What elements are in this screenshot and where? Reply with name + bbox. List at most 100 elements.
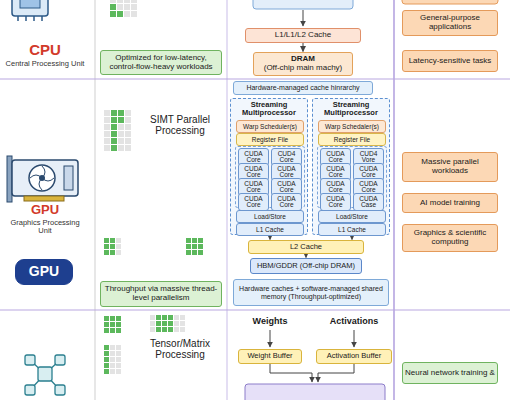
box-text: CUDA Core xyxy=(241,196,267,209)
box-text: L1/L1/L2 Cache xyxy=(273,31,334,40)
component-box: Latency-sensitive tasks xyxy=(402,50,498,72)
gpu-name: GPU xyxy=(0,203,90,217)
grid-cell xyxy=(110,250,115,255)
flow-arrow xyxy=(318,364,354,382)
grid-cell xyxy=(125,145,131,151)
grid-cell xyxy=(174,315,179,320)
grid-cell xyxy=(117,0,123,3)
grid-cell xyxy=(174,321,179,326)
grid-cell xyxy=(124,0,130,3)
column-divider xyxy=(227,0,228,400)
box-text: L1 Cache xyxy=(254,226,286,233)
grid-cell xyxy=(156,327,161,332)
grid-cell xyxy=(104,351,109,356)
tpu-icon xyxy=(25,355,65,395)
grid-cell xyxy=(110,4,116,10)
cuda-core-box: CUDA Core xyxy=(320,193,351,211)
component-box: Neural network training & xyxy=(402,362,498,384)
grid-cell xyxy=(116,363,121,368)
box-text: Hardware caches + software-managed share… xyxy=(234,285,388,300)
component-box: Load/Store xyxy=(318,210,386,223)
grid-cell xyxy=(111,117,117,123)
cuda-core-box: CUDA Core xyxy=(238,193,269,211)
grid-cell xyxy=(150,321,155,326)
component-box: L1 Cache xyxy=(318,223,386,236)
grid-cell xyxy=(104,124,110,130)
grid-cell xyxy=(104,110,110,116)
grid-cell xyxy=(150,327,155,332)
grid-cell xyxy=(104,117,110,123)
box-text: General-purpose applications xyxy=(403,14,497,32)
component-box: Hardware-managed cache hinrarchy xyxy=(233,81,373,95)
grid-cell xyxy=(186,238,191,243)
box-text: CUD4 Core xyxy=(274,151,300,164)
box-text: Weight Buffer xyxy=(245,352,294,360)
component-box: L1/L1/L2 Cache xyxy=(245,28,361,43)
box-text: CUDA Core xyxy=(323,151,349,164)
grid-cell xyxy=(192,244,197,249)
grid-cell xyxy=(156,321,161,326)
grid-cell xyxy=(168,321,173,326)
box-text: CUDA Core xyxy=(241,181,267,194)
grid-cell xyxy=(198,244,203,249)
cuda-core-box: CUDA Case xyxy=(353,193,384,211)
box-text: AI model training xyxy=(418,199,482,208)
box-text: CUDA Core xyxy=(274,181,300,194)
grid-cell xyxy=(104,250,109,255)
grid-cell xyxy=(110,351,115,356)
box-text: Register File xyxy=(332,136,372,143)
flow-arrow xyxy=(303,10,304,26)
box-text: Latency-sensitive tasks xyxy=(407,57,494,66)
grid-cell xyxy=(110,328,115,333)
component-box: Warp Schedaler(s) xyxy=(318,120,386,133)
component-box: DRAM(Off-chip main machy) xyxy=(253,52,353,76)
box-text: CUDA Core xyxy=(323,166,349,179)
grid-cell xyxy=(110,238,115,243)
grid-cell xyxy=(117,4,123,10)
grid-cell xyxy=(116,345,121,350)
grid-cell xyxy=(111,124,117,130)
box-text: Warp Schedaler(s) xyxy=(323,123,381,130)
box-text: Neural network training & xyxy=(403,369,497,378)
flow-arrow xyxy=(270,364,312,382)
column-divider xyxy=(95,0,96,400)
grid-cell xyxy=(116,316,121,321)
box-text: Load/Store xyxy=(252,213,288,220)
box-text: Load/Store xyxy=(334,213,370,220)
grid-cell xyxy=(116,351,121,356)
row-divider xyxy=(0,79,510,80)
grid-cell xyxy=(118,131,124,137)
gpu-card-icon xyxy=(7,156,78,202)
grid-cell xyxy=(156,315,161,320)
grid-cell xyxy=(117,11,123,17)
box-text: CUD4 Vore xyxy=(356,151,382,164)
grid-cell xyxy=(131,4,137,10)
grid-cell xyxy=(104,316,109,321)
cuda-core-box: CUDA Core xyxy=(271,193,302,211)
grid-cell xyxy=(162,327,167,332)
flow-arrow xyxy=(352,236,353,240)
grid-cell xyxy=(124,4,130,10)
grid-cell xyxy=(104,145,110,151)
grid-cell xyxy=(104,322,109,327)
grid-cell xyxy=(198,238,203,243)
use-box-partial xyxy=(402,0,498,4)
box-text: Massive parallel workloads xyxy=(403,158,497,176)
component-box: Optimized for low-latency, control-flow-… xyxy=(100,50,222,75)
block-heading: Streaming Multiprocessor xyxy=(313,99,389,118)
grid-cell xyxy=(104,238,109,243)
grid-cell xyxy=(111,110,117,116)
grid-cell xyxy=(180,327,185,332)
component-box: AI model training xyxy=(402,193,498,213)
component-box: Massive parallel workloads xyxy=(402,152,498,182)
component-box: Activation Buffer xyxy=(316,349,392,364)
grid-cell xyxy=(104,328,109,333)
grid-cell xyxy=(116,238,121,243)
box-text: DRAM xyxy=(289,55,317,64)
cpu-name: CPU xyxy=(0,42,90,59)
component-box: Warp Scheduler(s) xyxy=(236,120,304,133)
grid-cell xyxy=(186,244,191,249)
box-text: Optimized for low-latency, control-flow-… xyxy=(101,54,221,72)
grid-cell xyxy=(150,315,155,320)
grid-cell xyxy=(180,315,185,320)
